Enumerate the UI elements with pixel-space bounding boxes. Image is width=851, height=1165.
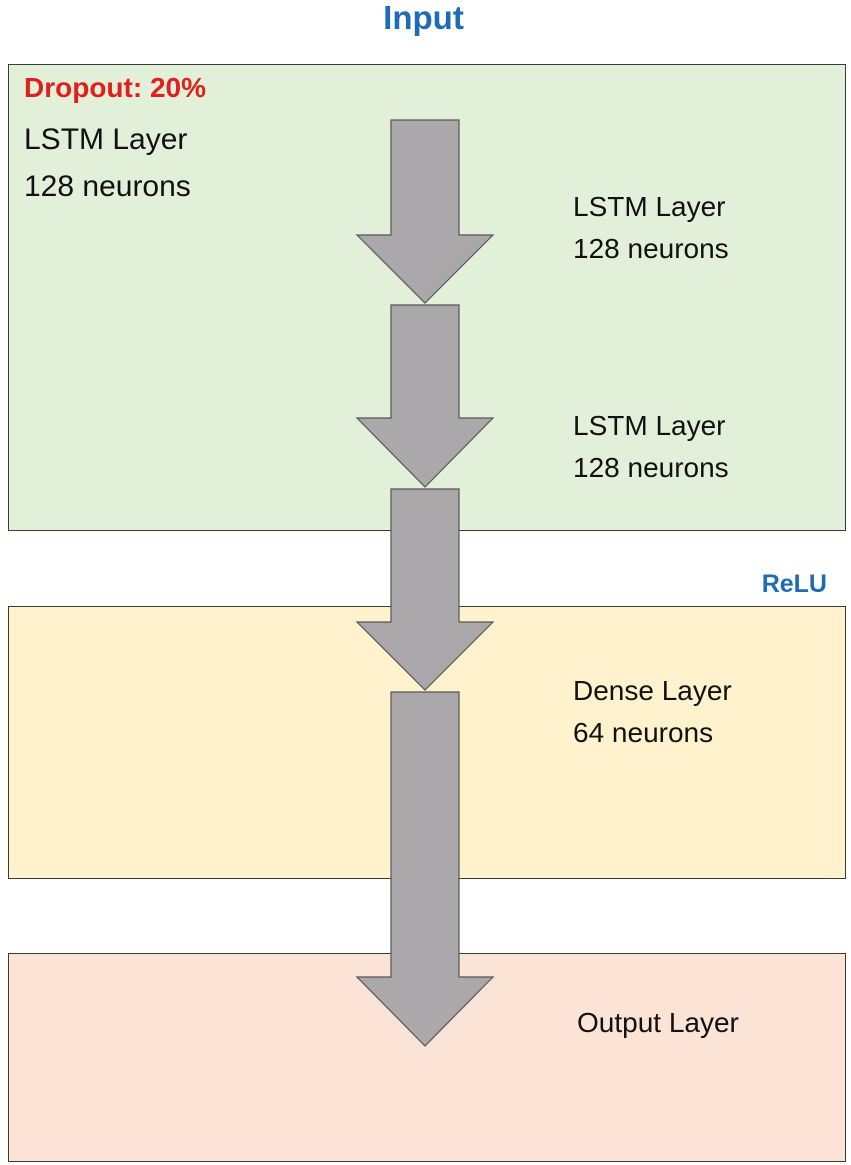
relu-label: ReLU (761, 570, 827, 598)
lstm-layer-1-label: LSTM Layer 128 neurons (24, 116, 191, 210)
lstm-layer-2-label: LSTM Layer 128 neurons (573, 186, 729, 270)
lstm-layer-2-name: LSTM Layer (573, 191, 726, 222)
lstm-layer-3-label: LSTM Layer 128 neurons (573, 405, 729, 489)
output-layer-label: Output Layer (577, 1002, 739, 1044)
output-layer-name: Output Layer (577, 1007, 739, 1038)
lstm-layer-1-name: LSTM Layer (24, 123, 188, 156)
dropout-label: Dropout: 20% (24, 72, 206, 103)
output-block (8, 953, 846, 1162)
lstm-layer-3-size: 128 neurons (573, 452, 729, 483)
lstm-layer-3-name: LSTM Layer (573, 410, 726, 441)
lstm-layer-1-size: 128 neurons (24, 170, 191, 203)
lstm-layer-2-size: 128 neurons (573, 233, 729, 264)
dense-layer-label: Dense Layer 64 neurons (573, 670, 732, 754)
dense-layer-size: 64 neurons (573, 717, 714, 748)
input-label: Input (383, 0, 464, 36)
dense-layer-name: Dense Layer (573, 675, 732, 706)
